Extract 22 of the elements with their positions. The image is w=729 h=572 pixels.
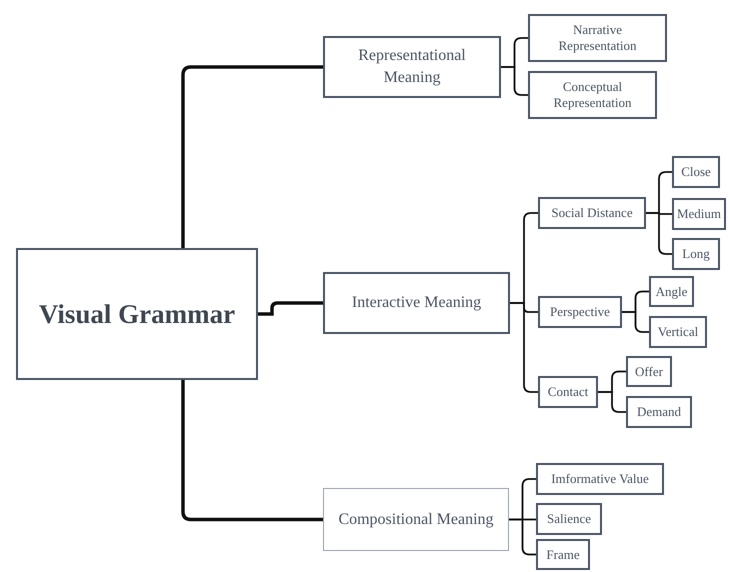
leaf-box: Frame xyxy=(536,539,590,570)
category-box: Compositional Meaning xyxy=(323,488,509,551)
leaf-box: Angle xyxy=(649,276,694,307)
leaf-box: Imformative Value xyxy=(536,463,664,495)
category-box: Interactive Meaning xyxy=(323,272,510,334)
leaf-box: Conceptual Representation xyxy=(528,71,657,119)
leaf-box: Salience xyxy=(536,503,602,535)
leaf-box: Close xyxy=(672,156,720,188)
connector-line xyxy=(181,65,323,248)
leaf-box: Demand xyxy=(626,396,692,428)
category-box: Representational Meaning xyxy=(323,36,501,98)
leaf-box: Long xyxy=(672,238,720,270)
root-box: Visual Grammar xyxy=(16,248,258,380)
subcategory-box: Social Distance xyxy=(538,197,646,229)
leaf-box: Narrative Representation xyxy=(528,14,667,62)
leaf-box: Offer xyxy=(626,356,672,387)
connector-line xyxy=(181,380,323,522)
connector-line xyxy=(258,301,323,316)
leaf-box: Vertical xyxy=(649,316,707,348)
subcategory-box: Contact xyxy=(538,376,598,408)
subcategory-box: Perspective xyxy=(538,296,622,328)
leaf-box: Medium xyxy=(672,198,726,230)
